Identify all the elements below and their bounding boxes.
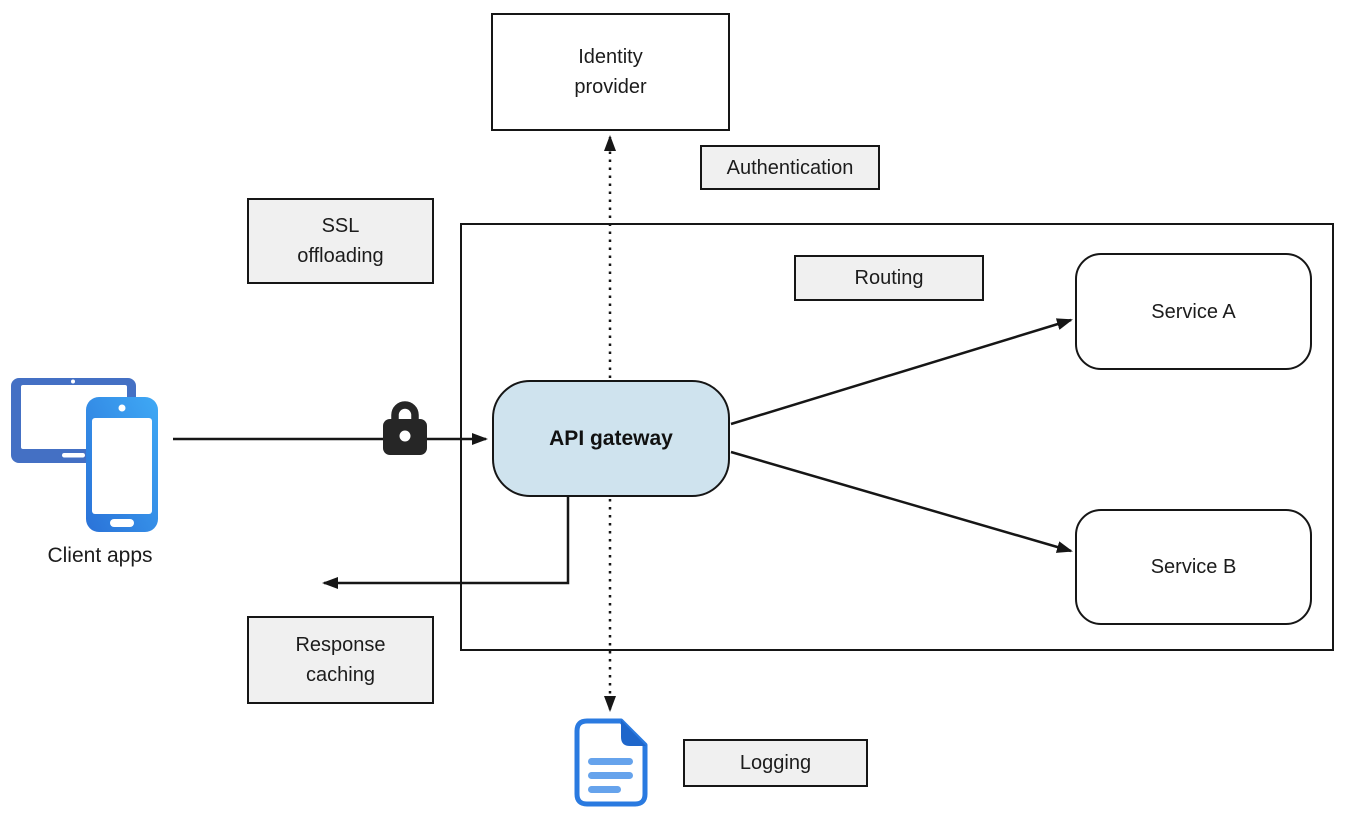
log-document-icon	[574, 718, 648, 807]
edge-gateway-to-service-b	[730, 450, 1073, 553]
client-apps-caption: Client apps	[47, 544, 153, 567]
node-service-a: Service A	[1075, 253, 1312, 370]
label-routing: Routing	[794, 255, 984, 301]
edge-gateway-to-service-a	[730, 318, 1073, 426]
node-api-gateway: API gateway	[492, 380, 730, 497]
smartphone-icon	[86, 397, 158, 532]
edge-gateway-response-caching	[322, 496, 570, 589]
label-response-caching: Response caching	[247, 616, 434, 704]
lock-icon	[383, 401, 427, 455]
node-identity-provider: Identity provider	[491, 13, 730, 131]
label-logging: Logging	[683, 739, 868, 787]
label-authentication: Authentication	[700, 145, 880, 190]
gateway-boundary-box	[460, 223, 1334, 651]
node-service-b: Service B	[1075, 509, 1312, 625]
label-ssl-offloading: SSL offloading	[247, 198, 434, 284]
